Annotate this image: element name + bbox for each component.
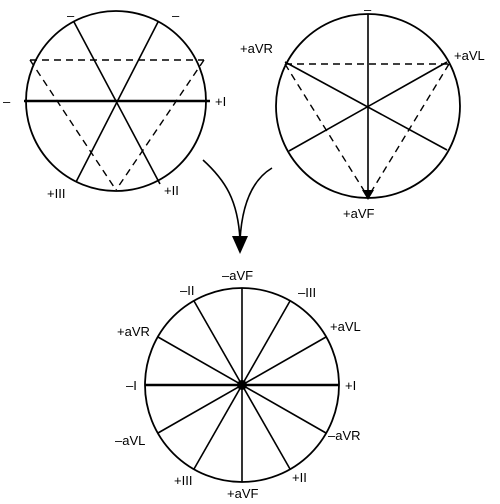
bipolar-lead-circle: – – – +I +III +II (3, 8, 226, 201)
avl-axis (288, 61, 448, 152)
hexaxial-circle: –aVF –II –III +aVR +aVL –I +I –aVL –aVR … (115, 268, 361, 501)
left-curve-arrow (202, 159, 241, 241)
label-hex-pos-avl: +aVL (330, 319, 361, 334)
label-neg-avr: –aVR (328, 428, 361, 443)
label-hex-pos-ii: +II (292, 470, 307, 485)
triangle-left-edge (29, 59, 117, 191)
label-pos-avl: +aVL (454, 48, 485, 63)
label-hex-pos-avr: +aVR (117, 324, 150, 339)
label-pos-avr: +aVR (240, 41, 273, 56)
label-neg-top-left: – (67, 8, 75, 23)
augmented-lead-circle: – +aVR +aVL +aVF (240, 2, 485, 221)
label-neg-ii: –II (180, 283, 194, 298)
label-neg-avf: –aVF (222, 268, 253, 283)
label-pos-i: +I (215, 94, 226, 109)
avf-arrowhead-icon (362, 190, 374, 200)
label-neg-left: – (3, 94, 11, 109)
lead-iii-axis (75, 21, 159, 183)
label-neg-i: –I (126, 378, 137, 393)
hex-center-dot (237, 380, 247, 390)
label-neg-top-right: – (172, 8, 180, 23)
label-pos-avf: +aVF (343, 206, 374, 221)
aug-triangle-right-edge (367, 63, 450, 198)
label-neg-iii: –III (298, 285, 316, 300)
down-arrowhead-icon (232, 236, 248, 254)
avr-axis (284, 61, 448, 151)
label-neg-top: – (364, 2, 372, 17)
triangle-right-edge (115, 59, 205, 191)
label-neg-avl: –aVL (115, 433, 145, 448)
label-pos-iii: +III (47, 186, 65, 201)
label-pos-ii: +II (164, 183, 179, 198)
aug-triangle-left-edge (284, 63, 369, 198)
label-hex-pos-i: +I (345, 378, 356, 393)
curved-arrows-merge-icon (202, 159, 273, 254)
right-curve-arrow (239, 167, 273, 241)
label-hex-pos-iii: +III (174, 473, 192, 488)
label-hex-pos-avf: +aVF (227, 486, 258, 501)
